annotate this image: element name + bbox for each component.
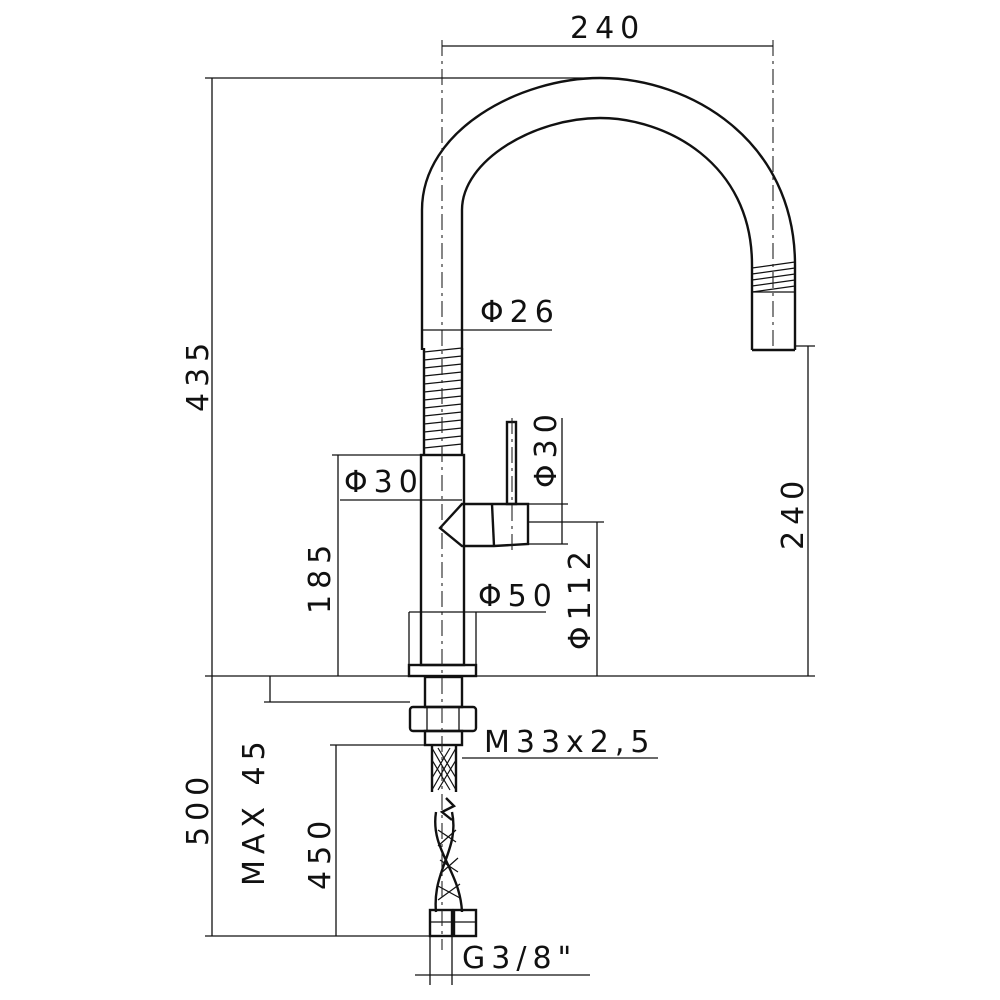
axis-lines <box>441 40 774 950</box>
label-thread: M33x2,5 <box>484 725 656 760</box>
hose-upper <box>431 747 457 791</box>
label-body-diameter: Φ30 <box>344 465 424 500</box>
label-base-diameter: Φ50 <box>478 579 558 614</box>
spout-inner-arc <box>460 116 754 350</box>
hose-lower-braid <box>437 829 461 901</box>
label-spout-diameter: Φ26 <box>480 295 560 330</box>
lever-block <box>438 502 530 548</box>
hose-break <box>439 797 457 821</box>
label-top-width: 240 <box>570 11 645 46</box>
faucet-outline <box>407 76 797 938</box>
label-base-outer-diameter: Φ112 <box>563 545 598 650</box>
spout-spring <box>423 347 463 449</box>
dimension-lines <box>205 45 815 985</box>
label-hose-length: 450 <box>303 815 338 890</box>
label-handle-diameter: Φ30 <box>529 408 564 488</box>
fixing-nut <box>408 705 478 733</box>
label-hose-connector: G3/8" <box>462 941 577 976</box>
hose-fitting-left <box>428 908 454 938</box>
hose-lower-b <box>434 811 455 913</box>
label-max-thickness: MAX 45 <box>237 735 272 886</box>
shank-bottom <box>423 729 464 747</box>
label-total-height: 435 <box>181 337 216 412</box>
label-spout-height: 240 <box>776 475 811 550</box>
dimension-labels: 240 435 Φ26 Φ30 Φ30 185 240 Φ50 Φ112 M33… <box>181 11 811 976</box>
shank <box>423 675 464 709</box>
label-body-height: 185 <box>303 539 338 614</box>
lever-joint <box>490 503 496 547</box>
hose-fitting-right <box>452 908 478 938</box>
spout-outer-arc <box>420 76 797 350</box>
label-hose-total: 500 <box>181 771 216 846</box>
